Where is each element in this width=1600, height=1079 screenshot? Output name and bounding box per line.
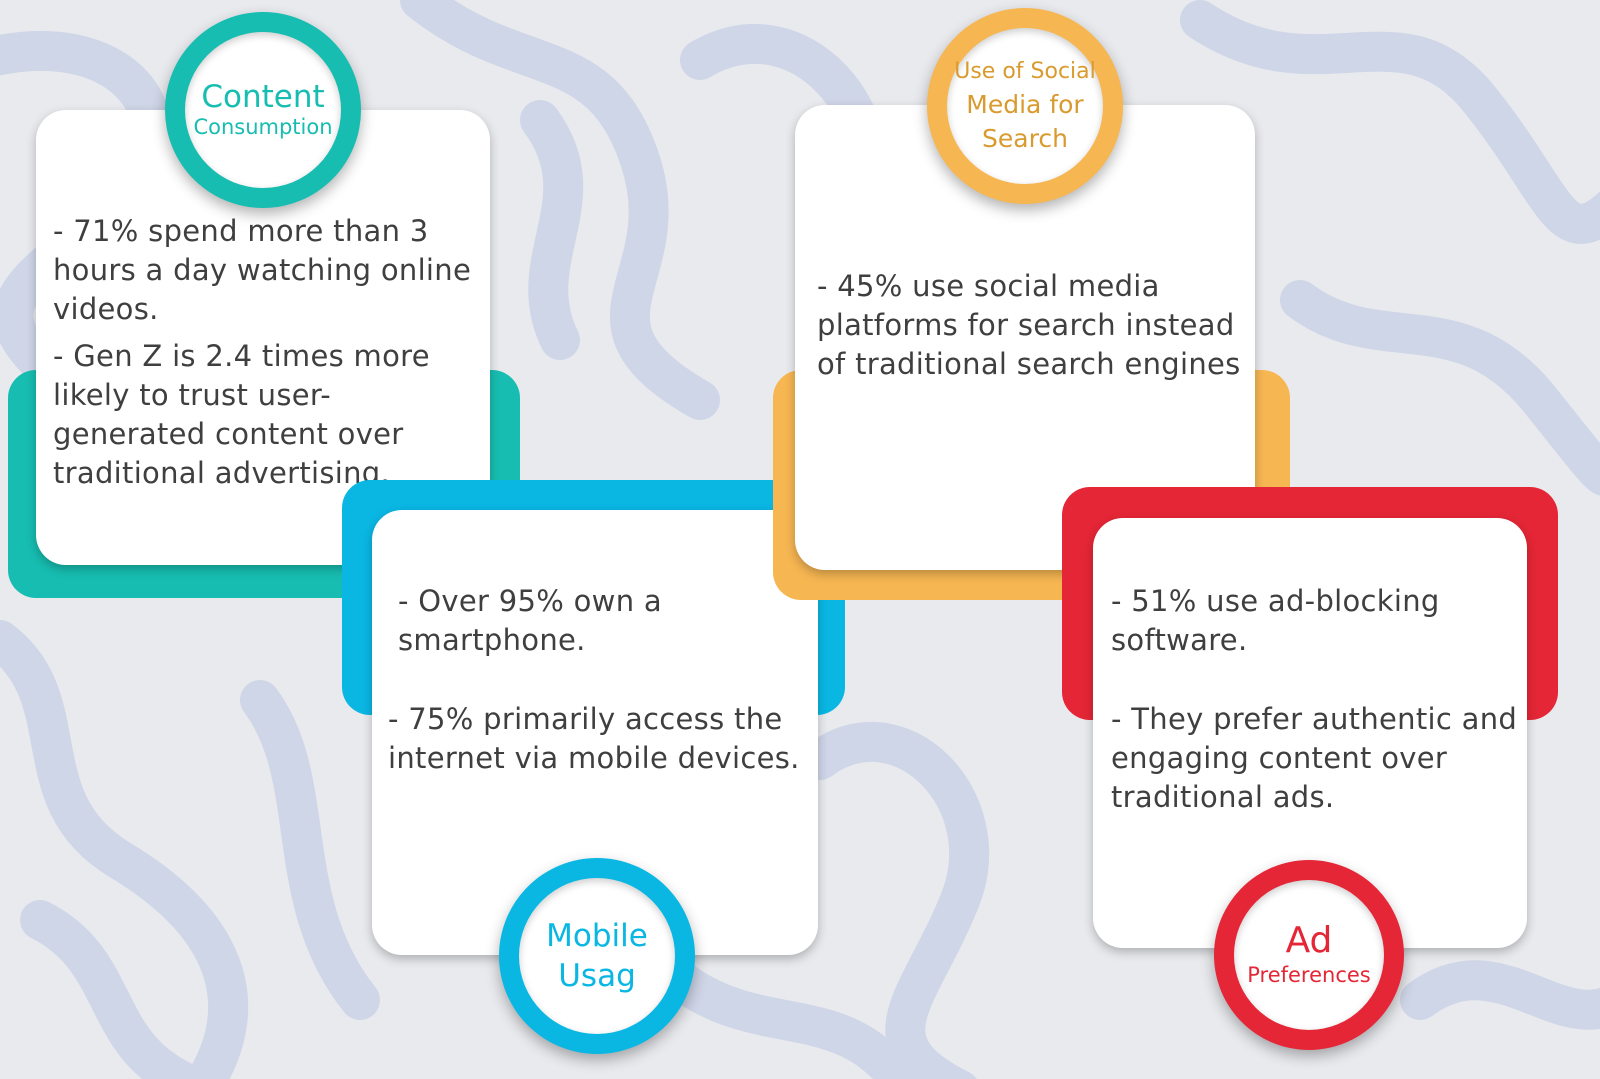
stat-point: - 51% use ad-blocking software.	[1111, 584, 1440, 657]
card-text: - Over 95% own a smartphone. - 75% prima…	[388, 582, 808, 786]
badge-title: Mobile	[546, 918, 648, 954]
badge-subtitle: Search	[982, 124, 1068, 153]
badge-subtitle: Consumption	[193, 115, 333, 139]
card-text: - 71% spend more than 3 hours a day watc…	[53, 212, 483, 501]
stat-point: - Gen Z is 2.4 times more likely to trus…	[53, 339, 430, 490]
stat-point: - 75% primarily access the internet via …	[388, 702, 800, 775]
badge-subtitle: Preferences	[1247, 963, 1371, 987]
title-badge: Content Consumption	[165, 12, 361, 208]
card-text: - 45% use social media platforms for sea…	[817, 267, 1247, 392]
title-badge: Mobile Usag	[499, 858, 695, 1054]
badge-subtitle: Usag	[558, 958, 636, 994]
title-badge: Ad Preferences	[1214, 860, 1404, 1050]
card-text: - 51% use ad-blocking software. - They p…	[1111, 582, 1526, 825]
title-badge: Use of Social Media for Search	[927, 8, 1123, 204]
stat-point: - 45% use social media platforms for sea…	[817, 269, 1241, 381]
badge-subtitle: Media for	[966, 90, 1084, 119]
badge-title: Ad	[1285, 920, 1333, 961]
stat-point: - 71% spend more than 3 hours a day watc…	[53, 214, 472, 326]
badge-title: Use of Social	[954, 59, 1096, 84]
stat-point: - Over 95% own a smartphone.	[398, 584, 662, 657]
stat-point: - They prefer authentic and engaging con…	[1111, 702, 1518, 814]
badge-title: Content	[201, 79, 325, 115]
